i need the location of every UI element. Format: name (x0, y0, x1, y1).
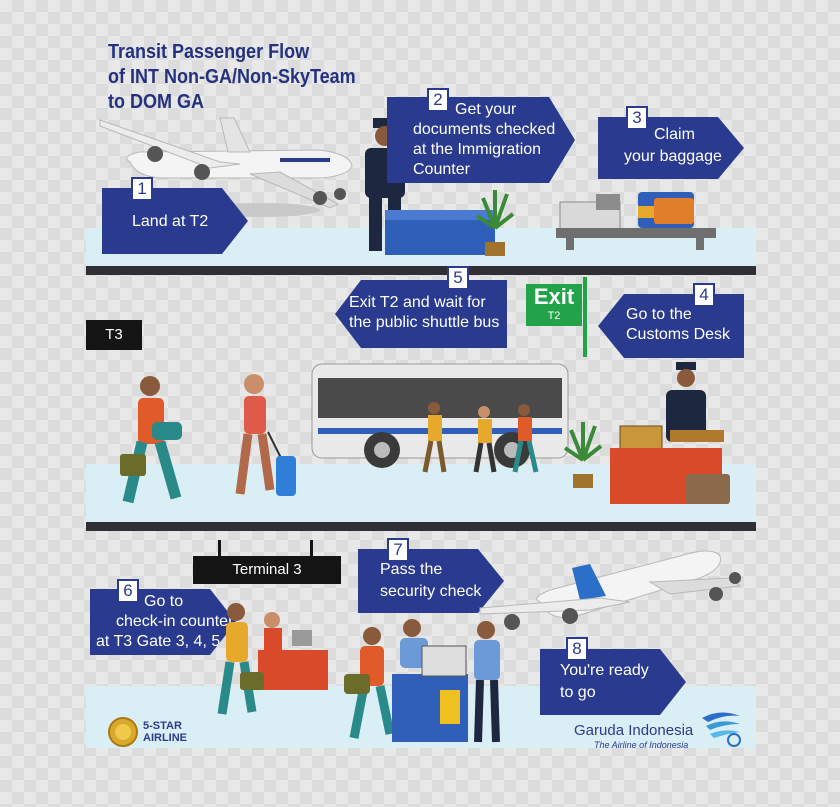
traveler-icon (120, 376, 182, 504)
step-3-line-2: your baggage (624, 148, 722, 165)
terminal-3-sign: Terminal 3 (193, 556, 341, 584)
airplane-icon (479, 550, 742, 630)
step-4-line-2: Customs Desk (626, 326, 731, 343)
traveler-icon (344, 627, 395, 739)
step-8-number: 8 (566, 637, 588, 661)
badge-line-2: AIRLINE (143, 732, 187, 744)
garuda-logo-icon (702, 712, 741, 747)
title-line-2: of INT Non-GA/Non-SkyTeam (108, 66, 356, 88)
step-2-line-4: Counter (413, 161, 470, 178)
badge-line-1: 5-STAR (143, 720, 182, 732)
step-6-line-3: at T3 Gate 3, 4, 5 (96, 633, 221, 650)
step-2-line-3: at the Immigration (413, 141, 542, 158)
step-6-line-2: check-in counter (116, 613, 234, 630)
rail-row-2 (86, 522, 756, 531)
step-2-number: 2 (427, 88, 449, 112)
step-1-arrow: Land at T2 (102, 188, 248, 254)
title-line-3: to DOM GA (108, 91, 204, 113)
step-2-arrow: Get your documents checked at the Immigr… (387, 97, 575, 183)
traveler-icon (422, 402, 539, 473)
step-4-line-1: Go to the (626, 306, 692, 323)
exit-sign-sub: T2 (547, 310, 561, 322)
traveler-icon (235, 374, 296, 496)
step-2-line-1: Get your (455, 101, 517, 118)
plant-icon (475, 190, 515, 256)
terminal-sign-hanger-right (310, 540, 313, 558)
plant-icon (563, 422, 603, 488)
step-5-number: 5 (447, 266, 469, 290)
step-6-number: 6 (117, 579, 139, 603)
t3-sign: T3 (86, 320, 142, 350)
customs-officer-icon (666, 362, 706, 442)
terminal-sign-hanger-left (218, 540, 221, 558)
step-7-line-2: security check (380, 583, 482, 600)
baggage-carousel-icon (556, 192, 716, 250)
step-4-number: 4 (693, 283, 715, 307)
rail-row-1 (86, 266, 756, 275)
step-8-line-2: to go (560, 684, 596, 701)
step-5-line-2: the public shuttle bus (349, 314, 500, 331)
step-3-arrow: Claim your baggage (598, 117, 744, 179)
check-in-counter-icon (217, 603, 328, 715)
exit-sign-pole (583, 277, 587, 357)
brand-tagline: The Airline of Indonesia (594, 740, 689, 750)
step-1-line-1: Land at T2 (132, 213, 209, 230)
step-7-arrow: Pass the security check (358, 549, 504, 613)
exit-sign: Exit T2 (526, 284, 582, 326)
step-7-line-1: Pass the (380, 561, 443, 578)
step-5-arrow: Exit T2 and wait for the public shuttle … (335, 280, 507, 348)
step-3-number: 3 (626, 106, 648, 130)
step-6-arrow: Go to check-in counter at T3 Gate 3, 4, … (90, 589, 236, 655)
step-7-number: 7 (387, 538, 409, 562)
step-4-arrow: Go to the Customs Desk (598, 294, 744, 358)
step-6-line-1: Go to (144, 593, 184, 610)
step-5-line-1: Exit T2 and wait for (349, 294, 486, 311)
security-scanner-icon (392, 619, 500, 743)
step-2-line-2: documents checked (413, 121, 556, 138)
customs-desk-icon (610, 425, 730, 504)
brand-name: Garuda Indonesia (574, 722, 694, 739)
title-line-1: Transit Passenger Flow (108, 41, 310, 63)
step-8-line-1: You're ready (560, 662, 649, 679)
step-8-arrow: You're ready to go (540, 649, 686, 715)
badge-icon (108, 717, 138, 747)
five-star-badge-text: 5-STAR AIRLINE (143, 720, 187, 744)
exit-sign-label: Exit (533, 284, 575, 309)
step-3-line-1: Claim (654, 126, 695, 143)
step-1-number: 1 (131, 177, 153, 201)
page-title: Transit Passenger Flow of INT Non-GA/Non… (108, 40, 396, 115)
